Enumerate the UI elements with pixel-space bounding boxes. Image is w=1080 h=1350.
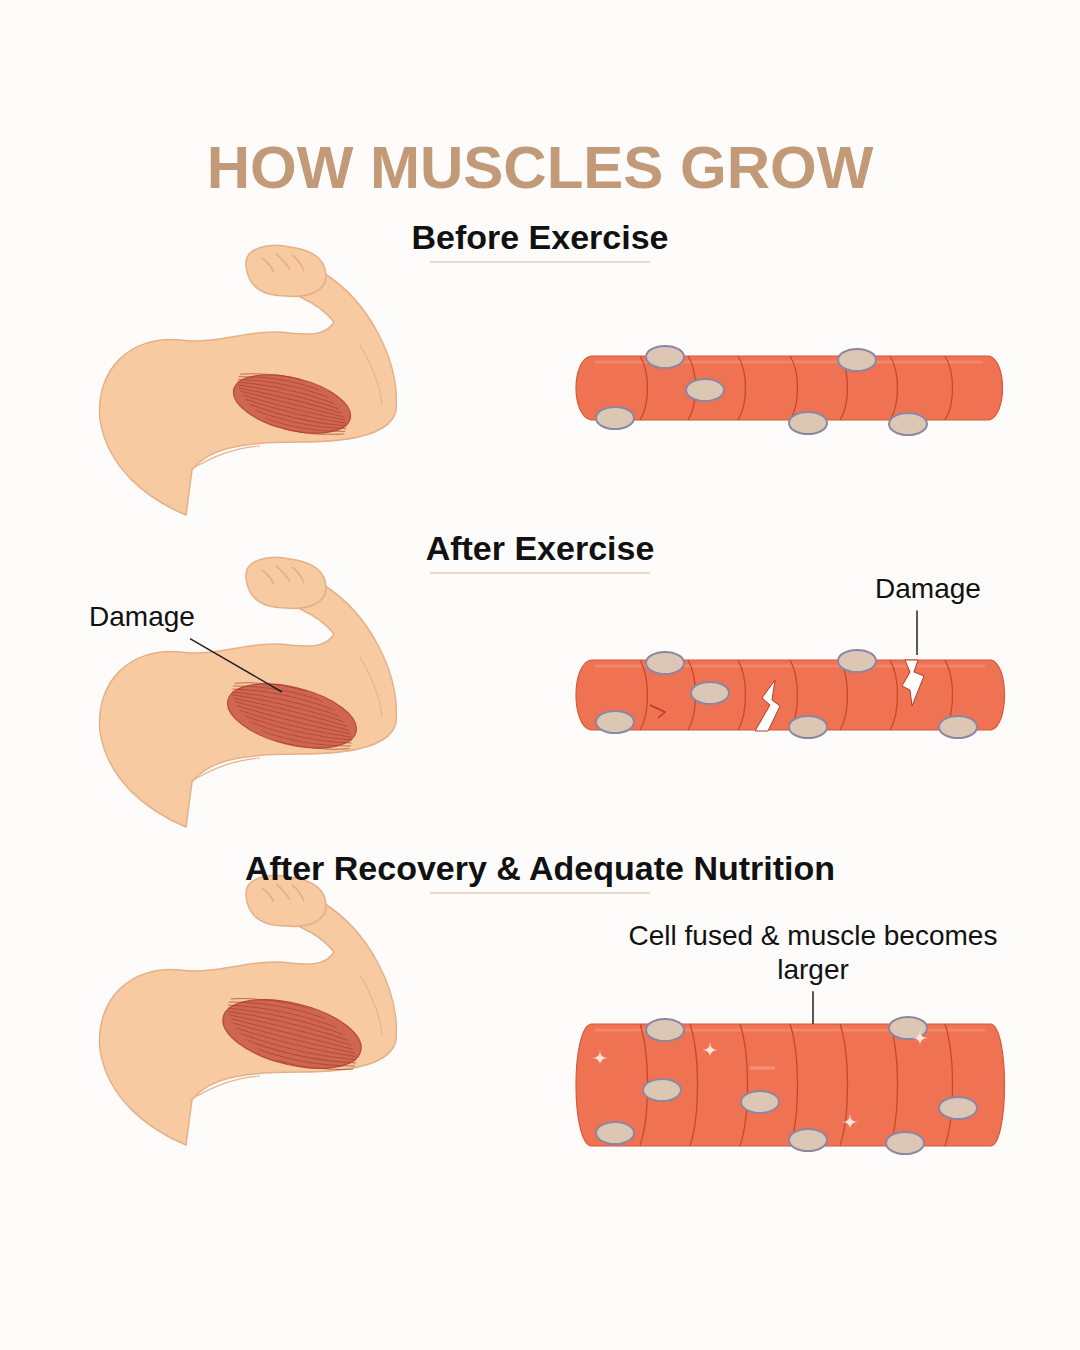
fiber-segment <box>890 1024 898 1146</box>
fiber-segment <box>690 1024 698 1146</box>
flexed-arm <box>100 557 397 827</box>
skin-crease <box>360 657 382 717</box>
highlight <box>750 1067 775 1070</box>
fist <box>246 245 326 296</box>
finger-line <box>276 254 290 270</box>
fiber-segment <box>640 660 648 730</box>
leader-line <box>916 611 918 655</box>
finger-line <box>292 567 304 583</box>
skin-crease <box>190 758 260 782</box>
finger-line <box>276 566 290 582</box>
section-heading: After Exercise <box>90 529 990 568</box>
biceps-muscle <box>227 364 356 443</box>
satellite-cell <box>596 1122 634 1144</box>
sparkle <box>842 1114 858 1130</box>
flexed-arm <box>100 245 397 515</box>
satellite-cell <box>646 346 684 368</box>
satellite-cell <box>643 1079 681 1101</box>
skin-crease <box>190 1076 260 1100</box>
fiber-tear <box>755 680 780 731</box>
skin-crease <box>360 975 382 1035</box>
section-heading: After Recovery & Adequate Nutrition <box>60 849 1020 888</box>
sparkle <box>592 1050 608 1066</box>
satellite-cell <box>646 1019 684 1041</box>
satellite-cell <box>691 682 729 704</box>
biceps-muscle <box>221 672 363 759</box>
satellite-cell <box>686 379 724 401</box>
flexed-arm <box>100 875 397 1145</box>
satellite-cell <box>889 413 927 435</box>
callout-label: Cell fused & muscle becomes larger <box>618 919 1008 986</box>
satellite-cell <box>838 349 876 371</box>
biceps-muscle <box>216 987 368 1081</box>
fiber-segment <box>945 1024 953 1146</box>
skin-crease <box>190 446 260 470</box>
satellite-cell <box>596 711 634 733</box>
fiber-segment <box>890 660 898 730</box>
satellite-cell <box>886 1132 924 1154</box>
fiber-tear <box>902 660 924 706</box>
callout-label: Damage <box>62 600 222 634</box>
fiber-segment <box>790 1024 798 1146</box>
leader-line <box>190 639 282 692</box>
fiber-segment <box>738 660 746 730</box>
sparkle <box>702 1042 718 1058</box>
satellite-cell <box>596 407 634 429</box>
muscle-fiber <box>576 650 1005 738</box>
fiber-segment <box>840 1024 848 1146</box>
fiber-segment <box>740 1024 748 1146</box>
fiber-segment <box>890 356 898 420</box>
heading-underline <box>430 261 650 263</box>
muscle-fiber <box>576 346 1003 435</box>
sparkle <box>912 1030 928 1046</box>
satellite-cell <box>838 650 876 672</box>
muscle-fiber <box>576 1017 1005 1154</box>
fiber-segment <box>945 356 953 420</box>
satellite-cell <box>789 1129 827 1151</box>
fiber-segment <box>738 356 746 420</box>
satellite-cell <box>741 1091 779 1113</box>
section-heading: Before Exercise <box>90 218 990 257</box>
satellite-cell <box>646 652 684 674</box>
title: HOW MUSCLES GROW <box>40 133 1040 202</box>
satellite-cell <box>789 412 827 434</box>
leader-line <box>812 991 814 1024</box>
finger-line <box>262 258 274 272</box>
finger-line <box>292 255 304 271</box>
finger-line <box>292 885 304 901</box>
finger-line <box>262 888 274 902</box>
arm-outline <box>100 272 397 515</box>
satellite-cell <box>939 716 977 738</box>
fiber-tear <box>650 705 665 718</box>
satellite-cell <box>789 716 827 738</box>
fiber-segment <box>790 356 798 420</box>
skin-crease <box>360 345 382 405</box>
fist <box>246 557 326 608</box>
heading-underline <box>430 892 650 894</box>
callout-label: Damage <box>848 572 1008 606</box>
satellite-cell <box>939 1097 977 1119</box>
heading-underline <box>430 572 650 574</box>
finger-line <box>262 570 274 584</box>
fiber-segment <box>640 356 648 420</box>
arm-outline <box>100 902 397 1145</box>
